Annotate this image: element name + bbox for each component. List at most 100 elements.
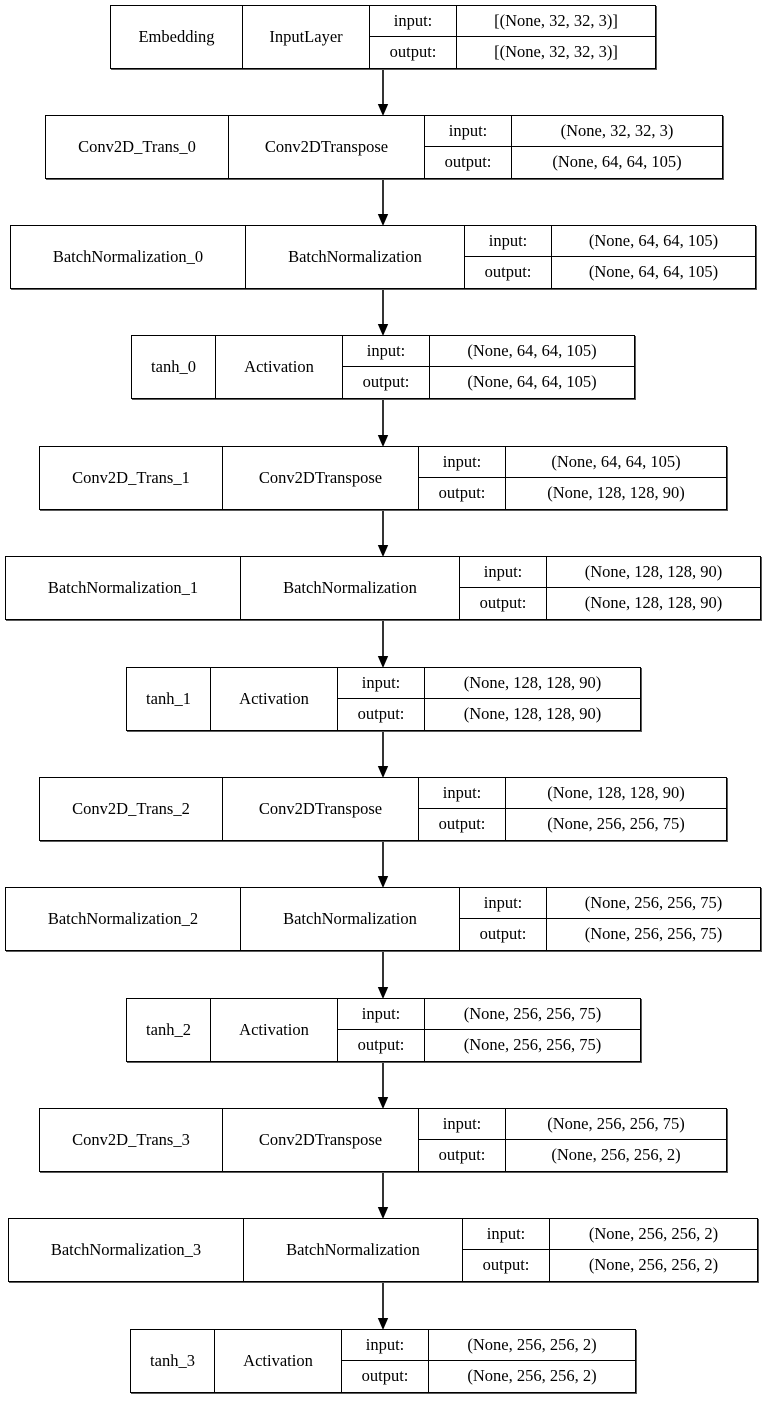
node-layer-class: Activation — [211, 668, 338, 730]
node-io-shapes: (None, 256, 256, 2) (None, 256, 256, 2) — [429, 1330, 635, 1392]
node-input-shape: (None, 256, 256, 75) — [547, 888, 760, 919]
node-io-shapes: (None, 128, 128, 90)(None, 128, 128, 90) — [425, 668, 640, 730]
node-layer-name: BatchNormalization_3 — [9, 1219, 244, 1281]
node-output-shape: (None, 256, 256, 75) — [547, 814, 685, 834]
node-layer-name: tanh_1 — [127, 668, 211, 730]
node-input-shape: (None, 256, 256, 2) — [550, 1219, 757, 1250]
node-input-shape: (None, 128, 128, 90) — [425, 668, 640, 699]
node-input-label: input: — [425, 116, 511, 147]
arrow-conv2d_trans_0-to-batchnormalization_0 — [377, 179, 389, 226]
node-output-label: output: — [357, 1035, 405, 1055]
node-layer-name: Conv2D_Trans_0 — [46, 116, 229, 178]
node-layer-class: Conv2DTranspose — [223, 778, 419, 840]
node-output-shape: (None, 256, 256, 2) — [551, 1145, 681, 1165]
node-io-labels: input: output: — [463, 1219, 550, 1281]
node-io-labels: input: output: — [460, 557, 547, 619]
node-output-label: output: — [484, 262, 532, 282]
node-io-labels: input:output: — [460, 888, 547, 950]
arrow-tanh_0-to-conv2d_trans_1 — [377, 399, 389, 447]
node-input-label: input: — [465, 226, 551, 257]
node-input-shape: [(None, 32, 32, 3)] — [457, 6, 655, 37]
node-input-label: input: — [342, 1330, 428, 1361]
node-io-labels: input: output: — [425, 116, 512, 178]
node-input-label: input: — [460, 557, 546, 588]
node-layer-name: BatchNormalization_2 — [6, 888, 241, 950]
node-io-labels: input: output: — [465, 226, 552, 288]
node-output-label: output: — [438, 814, 486, 834]
arrow-conv2d_trans_1-to-batchnormalization_1 — [377, 510, 389, 557]
node-io-labels: input: output: — [419, 778, 506, 840]
node-output-label: output: — [479, 593, 527, 613]
node-output-label: output: — [389, 42, 437, 62]
node-input-shape: (None, 256, 256, 75) — [425, 999, 640, 1030]
node-input-label: input: — [463, 1219, 549, 1250]
node-layer-name: Conv2D_Trans_3 — [40, 1109, 223, 1171]
arrow-conv2d_trans_2-to-batchnormalization_2 — [377, 841, 389, 888]
node-layer-class: Activation — [211, 999, 338, 1061]
node-input-label: input: — [419, 778, 505, 809]
node-input-label: input: — [338, 668, 424, 699]
node-output-shape: (None, 256, 256, 75) — [463, 1035, 602, 1055]
node-layer-class: Conv2DTranspose — [223, 447, 419, 509]
node-output-label: output: — [438, 1145, 486, 1165]
node-layer-name: Conv2D_Trans_1 — [40, 447, 223, 509]
node-input-shape: (None, 256, 256, 2) — [429, 1330, 635, 1361]
node-output-label: output: — [438, 483, 486, 503]
node-io-labels: input:output: — [342, 1330, 429, 1392]
node-io-shapes: (None, 256, 256, 75)(None, 256, 256, 2) — [506, 1109, 726, 1171]
node-output-label: output: — [362, 372, 410, 392]
node-io-shapes: (None, 64, 64, 105)(None, 64, 64, 105) — [552, 226, 755, 288]
node-layer-class: BatchNormalization — [246, 226, 465, 288]
arrow-tanh_2-to-conv2d_trans_3 — [377, 1062, 389, 1109]
arrow-tanh_1-to-conv2d_trans_2 — [377, 731, 389, 778]
node-output-shape: (None, 64, 64, 105) — [552, 152, 682, 172]
node-output-label: output: — [479, 924, 527, 944]
node-io-labels: input:output: — [419, 447, 506, 509]
node-io-labels: input:output: — [343, 336, 430, 398]
node-layer-class: BatchNormalization — [241, 888, 460, 950]
node-output-label: output: — [482, 1255, 530, 1275]
node-output-shape: (None, 128, 128, 90) — [547, 483, 685, 503]
node-input-shape: (None, 128, 128, 90) — [506, 778, 726, 809]
node-io-shapes: [(None, 32, 32, 3)] [(None, 32, 32, 3)] — [457, 6, 655, 68]
node-output-label: output: — [357, 704, 405, 724]
node-input-shape: (None, 64, 64, 105) — [430, 336, 634, 367]
node-io-shapes: (None, 32, 32, 3)(None, 64, 64, 105) — [512, 116, 722, 178]
node-io-labels: input:output: — [419, 1109, 506, 1171]
node-output-shape: [(None, 32, 32, 3)] — [494, 42, 618, 62]
node-io-labels: input: output: — [370, 6, 457, 68]
node-output-shape: (None, 256, 256, 2) — [588, 1255, 719, 1275]
node-io-labels: input: output: — [338, 668, 425, 730]
arrow-batchnormalization_2-to-tanh_2 — [377, 951, 389, 999]
node-layer-name: tanh_2 — [127, 999, 211, 1061]
node-output-shape: (None, 256, 256, 2) — [467, 1366, 597, 1386]
node-input-label: input: — [370, 6, 456, 37]
node-layer-name: tanh_3 — [131, 1330, 215, 1392]
node-output-label: output: — [444, 152, 492, 172]
node-layer-class: Activation — [216, 336, 343, 398]
node-io-shapes: (None, 256, 256, 75) (None, 256, 256, 75) — [425, 999, 640, 1061]
node-layer-name: BatchNormalization_1 — [6, 557, 241, 619]
node-output-shape: (None, 256, 256, 75) — [584, 924, 723, 944]
node-io-shapes: (None, 256, 256, 2) (None, 256, 256, 2) — [550, 1219, 757, 1281]
node-input-shape: (None, 128, 128, 90) — [547, 557, 760, 588]
node-layer-class: InputLayer — [243, 6, 370, 68]
node-io-shapes: (None, 64, 64, 105)(None, 128, 128, 90) — [506, 447, 726, 509]
node-layer-name: Embedding — [111, 6, 243, 68]
node-layer-class: Conv2DTranspose — [223, 1109, 419, 1171]
node-layer-class: Conv2DTranspose — [229, 116, 425, 178]
